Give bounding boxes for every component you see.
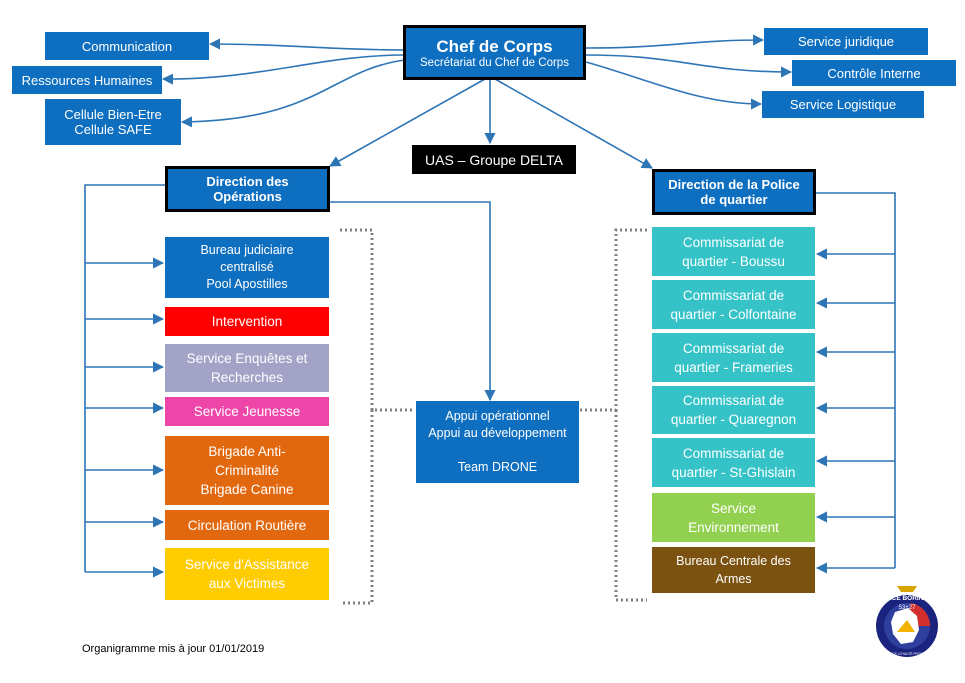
service-jeunesse-box: Service Jeunesse: [165, 397, 329, 426]
pool-apostilles-label: Pool Apostilles: [206, 277, 288, 291]
assistance-victimes-line2: aux Victimes: [208, 576, 286, 591]
direction-operations-line1: Direction des: [206, 174, 289, 189]
circulation-routiere-label: Circulation Routière: [187, 517, 307, 533]
appui-operationnel-box: Appui opérationnel Appui au développemen…: [416, 401, 579, 483]
badge-zone-number: 53+27: [899, 605, 917, 611]
controle-interne-box: Contrôle Interne: [792, 60, 956, 86]
update-note: Organigramme mis à jour 01/01/2019: [82, 643, 265, 655]
police-badge-logo: POLICE BORINAGE 53+27 SERVICE LOYAUTÉ PR…: [876, 586, 938, 657]
commissariat-quaregnon-box: Commissariat de quartier - Quaregnon: [652, 386, 815, 434]
bureau-armes-line1: Bureau Centrale des: [676, 554, 791, 568]
commissariat-frameries-box: Commissariat de quartier - Frameries: [652, 333, 815, 382]
communication-box: Communication: [45, 32, 209, 60]
bureau-judiciaire-box: Bureau judiciaire centralisé Pool Aposti…: [165, 237, 329, 298]
team-drone-label: Team DRONE: [457, 460, 538, 474]
assistance-victimes-box: Service d'Assistance aux Victimes: [165, 548, 329, 600]
direction-police-box: Direction de la Police de quartier: [652, 169, 816, 215]
uas-delta-label: UAS – Groupe DELTA: [425, 151, 563, 168]
ressources-humaines-label: Ressources Humaines: [21, 72, 153, 88]
commissariat-quaregnon-line2: quartier - Quaregnon: [670, 412, 797, 427]
badge-top-text: POLICE BORINAGE: [876, 595, 938, 602]
ressources-humaines-box: Ressources Humaines: [12, 66, 162, 94]
service-environnement-box: Service Environnement: [652, 493, 815, 542]
commissariat-stghislain-line1: Commissariat de: [682, 445, 785, 461]
brigade-box: Brigade Anti- Criminalité Brigade Canine: [165, 436, 329, 505]
secretariat-label: Secrétariat du Chef de Corps: [420, 56, 569, 69]
circulation-routiere-box: Circulation Routière: [165, 510, 329, 540]
commissariat-frameries-line2: quartier - Frameries: [674, 359, 793, 375]
brigade-canine-label: Brigade Canine: [200, 482, 294, 497]
direction-police-line1: Direction de la Police: [668, 177, 800, 192]
intervention-label: Intervention: [211, 314, 283, 329]
bureau-armes-box: Bureau Centrale des Armes: [652, 547, 815, 593]
service-environnement-line2: Environnement: [688, 519, 779, 535]
service-enquetes-line2: Recherches: [210, 370, 284, 385]
cellule-safe-label: Cellule SAFE: [74, 122, 152, 137]
commissariat-frameries-line1: Commissariat de: [682, 340, 785, 356]
commissariat-stghislain-box: Commissariat de quartier - St-Ghislain: [652, 438, 815, 487]
cellule-bien-etre-label: Cellule Bien-Etre: [64, 107, 162, 122]
controle-interne-label: Contrôle Interne: [827, 65, 921, 81]
communication-label: Communication: [81, 38, 173, 54]
badge-bottom-text: SERVICE LOYAUTÉ PROXIMITÉ: [883, 651, 931, 656]
bureau-judiciaire-line2: centralisé: [220, 260, 274, 274]
service-enquetes-box: Service Enquêtes et Recherches: [165, 344, 329, 392]
service-logistique-label: Service Logistique: [789, 97, 897, 112]
chef-de-corps-box: Chef de Corps Secrétariat du Chef de Cor…: [403, 25, 586, 80]
uas-delta-box: UAS – Groupe DELTA: [412, 145, 576, 174]
intervention-box: Intervention: [165, 307, 329, 336]
appui-operationnel-label: Appui opérationnel: [445, 409, 550, 423]
direction-operations-box: Direction des Opérations: [165, 166, 330, 212]
appui-developpement-label: Appui au développement: [428, 426, 567, 440]
commissariat-stghislain-line2: quartier - St-Ghislain: [671, 464, 796, 480]
brigade-line1: Brigade Anti-: [208, 444, 286, 459]
service-enquetes-line1: Service Enquêtes et: [186, 351, 308, 366]
commissariat-colfontaine-line1: Commissariat de: [682, 287, 785, 303]
chef-de-corps-title: Chef de Corps: [436, 36, 553, 56]
bureau-armes-line2: Armes: [715, 572, 752, 586]
service-juridique-label: Service juridique: [797, 34, 895, 49]
service-environnement-line1: Service: [710, 500, 756, 516]
cellule-bien-etre-box: Cellule Bien-Etre Cellule SAFE: [45, 99, 181, 145]
commissariat-quaregnon-line1: Commissariat de: [682, 393, 785, 408]
commissariat-colfontaine-box: Commissariat de quartier - Colfontaine: [652, 280, 815, 329]
service-jeunesse-label: Service Jeunesse: [193, 404, 301, 419]
brigade-line2: Criminalité: [215, 463, 279, 478]
assistance-victimes-line1: Service d'Assistance: [184, 557, 310, 572]
service-juridique-box: Service juridique: [764, 28, 928, 55]
commissariat-boussu-line2: quartier - Boussu: [682, 253, 785, 269]
direction-police-line2: de quartier: [700, 192, 768, 207]
bureau-judiciaire-line1: Bureau judiciaire: [200, 243, 294, 257]
commissariat-boussu-line1: Commissariat de: [682, 234, 785, 250]
commissariat-boussu-box: Commissariat de quartier - Boussu: [652, 227, 815, 276]
commissariat-colfontaine-line2: quartier - Colfontaine: [670, 306, 797, 322]
direction-operations-line2: Opérations: [213, 189, 282, 204]
service-logistique-box: Service Logistique: [762, 91, 924, 118]
